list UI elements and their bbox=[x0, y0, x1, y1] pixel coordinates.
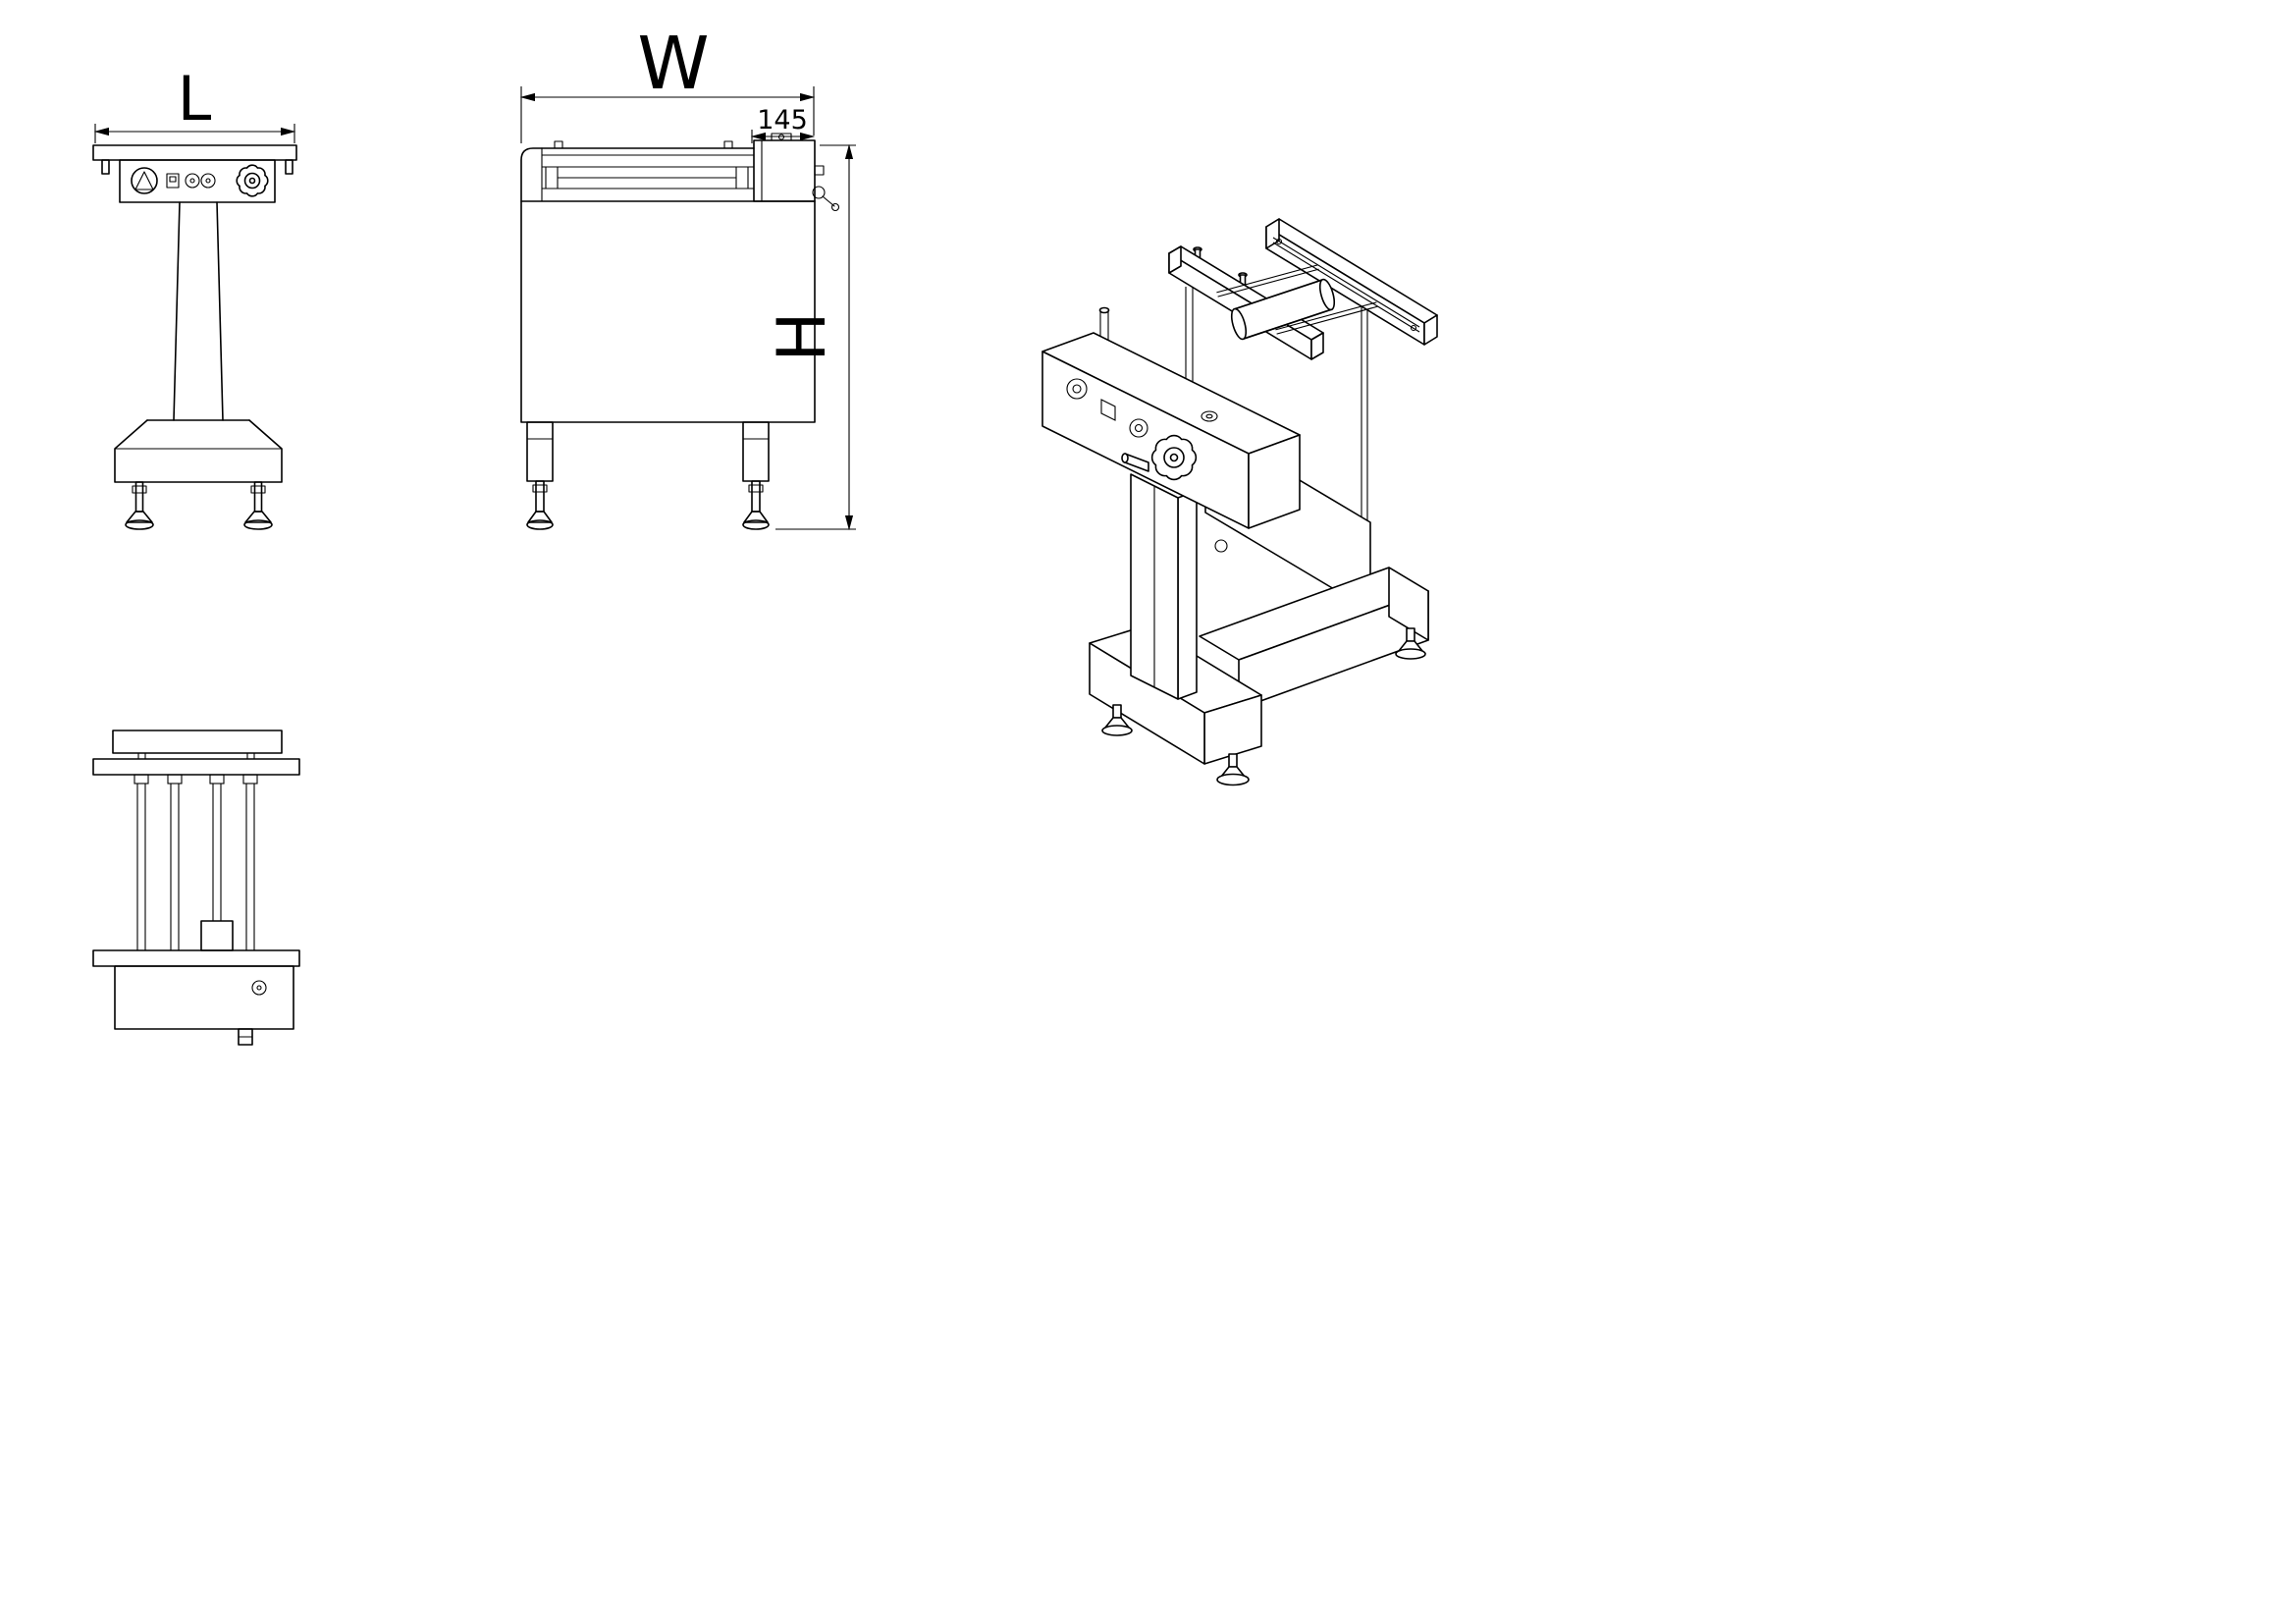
front-view-length-dimension bbox=[93, 124, 296, 143]
iso-support-posts bbox=[1185, 287, 1368, 520]
front-view: L bbox=[92, 63, 297, 530]
height-dimension-label: H bbox=[764, 311, 841, 361]
side-view-left-leg bbox=[526, 421, 554, 530]
iso-right-base-arm bbox=[1199, 567, 1429, 710]
side-view-offset-dimension bbox=[750, 130, 816, 143]
front-view-base bbox=[114, 419, 283, 483]
side-view: W 145 H bbox=[519, 22, 856, 531]
side-view-width-dimension bbox=[519, 86, 816, 143]
iso-left-base-beam bbox=[1089, 624, 1262, 786]
front-view-left-foot bbox=[125, 481, 154, 530]
iso-control-knobs bbox=[1066, 378, 1148, 438]
side-view-height-dimension bbox=[775, 143, 856, 531]
side-view-drive-block bbox=[753, 133, 840, 212]
bottom-view-rods bbox=[133, 774, 258, 951]
side-view-top-mechanism bbox=[520, 140, 755, 202]
side-view-body bbox=[520, 200, 816, 423]
iso-handwheel-icon bbox=[1121, 434, 1198, 481]
bottom-view bbox=[92, 730, 300, 1046]
length-dimension-label: L bbox=[178, 63, 212, 135]
iso-head-box bbox=[1041, 306, 1301, 529]
front-view-control-panel bbox=[119, 159, 276, 203]
iso-far-rail bbox=[1265, 218, 1438, 346]
bottom-view-plates bbox=[92, 730, 300, 967]
width-dimension-label: W bbox=[637, 22, 709, 106]
side-view-crank-icon bbox=[812, 186, 840, 212]
bottom-view-base-box bbox=[114, 965, 294, 1046]
isometric-view bbox=[1041, 218, 1438, 786]
side-view-right-leg bbox=[742, 421, 770, 530]
iso-column bbox=[1130, 473, 1198, 700]
front-view-handwheel-icon bbox=[236, 164, 269, 197]
offset-dimension-label: 145 bbox=[757, 105, 808, 135]
front-view-right-foot bbox=[243, 481, 273, 530]
front-view-column bbox=[173, 201, 224, 421]
iso-guide-rods bbox=[1216, 264, 1378, 335]
iso-roller bbox=[1230, 278, 1336, 341]
